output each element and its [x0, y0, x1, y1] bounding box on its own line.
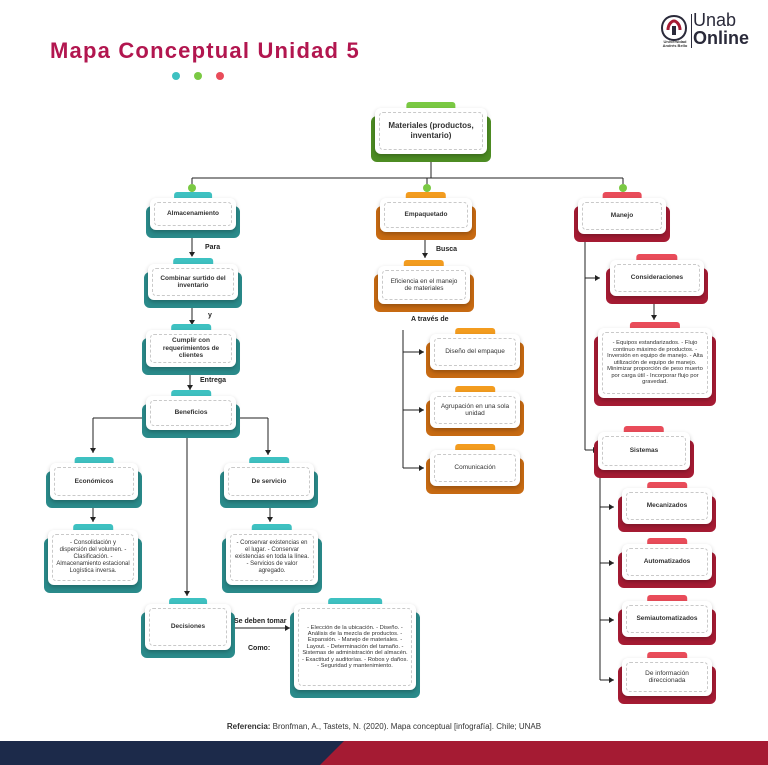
label-como: Como:	[248, 645, 271, 652]
logo-word-unab: Unab	[693, 10, 737, 30]
node-cumplir[interactable]: Cumplir con requerimientos de clientes	[142, 324, 240, 375]
node-sistemas[interactable]: Sistemas	[594, 426, 694, 478]
node-diseno-text: Diseño del empaque	[445, 348, 505, 356]
servicio-list-text: - Conservar existencias en el lugar. - C…	[234, 540, 310, 574]
node-combinar[interactable]: Combinar surtido del inventario	[144, 258, 242, 308]
logo-word-online: Online	[693, 28, 750, 48]
reference-text: Referencia: Bronfman, A., Tastets, N. (2…	[0, 722, 768, 731]
node-eficiencia[interactable]: Eficiencia en el manejo de materiales	[374, 260, 474, 312]
node-decisiones-text: Decisiones	[170, 623, 206, 631]
node-agrupacion-text: Agrupación en una sola unidad	[440, 402, 510, 418]
label-a-traves-de: A través de	[411, 316, 449, 323]
node-consideraciones[interactable]: Consideraciones	[606, 254, 708, 304]
consideraciones-list-text: - Equipos estandarizados. - Flujo contin…	[607, 339, 703, 386]
unab-online-logo: Universidad Andrés Bello Unab Online	[660, 10, 760, 52]
node-eficiencia-text: Eficiencia en el manejo de materiales	[390, 277, 458, 293]
node-decisiones-list[interactable]: - Elección de la ubicación. - Diseño. - …	[290, 598, 420, 698]
node-manejo[interactable]: Manejo	[574, 192, 670, 242]
node-root-text: Materiales (productos, inventario)	[388, 121, 474, 140]
node-almacenamiento[interactable]: Almacenamiento	[146, 192, 240, 238]
label-para: Para	[205, 244, 221, 251]
node-automatizados[interactable]: Automatizados	[618, 538, 716, 588]
node-servicio-list[interactable]: - Conservar existencias en el lugar. - C…	[222, 524, 322, 593]
node-beneficios[interactable]: Beneficios	[142, 390, 240, 438]
node-consideraciones-text: Consideraciones	[630, 274, 684, 282]
reference-body: Bronfman, A., Tastets, N. (2020). Mapa c…	[270, 722, 542, 731]
green-dot	[194, 72, 202, 80]
reference-label: Referencia:	[226, 722, 271, 731]
node-empaquetado-text: Empaquetado	[404, 211, 448, 219]
node-comunicacion[interactable]: Comunicación	[426, 444, 524, 494]
node-decisiones[interactable]: Decisiones	[141, 598, 235, 658]
node-sistemas-text: Sistemas	[629, 447, 659, 455]
red-dot	[216, 72, 224, 80]
node-semiautomatizados-text: Semiautomatizados	[636, 615, 698, 623]
label-y: y	[208, 312, 212, 319]
node-economicos-list[interactable]: - Consolidación y dispersión del volumen…	[44, 524, 142, 593]
node-combinar-text: Combinar surtido del inventario	[160, 274, 226, 290]
node-mecanizados-text: Mecanizados	[646, 502, 688, 510]
node-comunicacion-text: Comunicación	[454, 464, 496, 472]
connector-dot	[619, 184, 627, 192]
teal-dot	[172, 72, 180, 80]
node-empaquetado[interactable]: Empaquetado	[376, 192, 476, 240]
label-entrega: Entrega	[200, 377, 227, 384]
label-se-deben-tomar: Se deben tomar	[234, 618, 287, 625]
node-informacion[interactable]: De información direccionada	[618, 652, 716, 704]
footer-band-red	[320, 741, 768, 765]
node-economicos-text: Económicos	[74, 477, 114, 485]
logo-separator	[691, 14, 692, 48]
node-cumplir-text: Cumplir con requerimientos de clientes	[162, 337, 220, 360]
node-economicos[interactable]: Económicos	[46, 457, 142, 508]
node-beneficios-text: Beneficios	[174, 409, 208, 417]
node-mecanizados[interactable]: Mecanizados	[618, 482, 716, 532]
node-semiautomatizados[interactable]: Semiautomatizados	[618, 595, 716, 645]
node-servicio-text: De servicio	[251, 477, 287, 485]
label-busca: Busca	[436, 246, 458, 253]
unab-emblem-icon	[660, 14, 688, 42]
logo-subtitle: Universidad Andrés Bello	[662, 39, 688, 48]
node-agrupacion[interactable]: Agrupación en una sola unidad	[426, 386, 524, 436]
node-manejo-text: Manejo	[610, 212, 634, 220]
economicos-list-text: - Consolidación y dispersión del volumen…	[56, 540, 130, 574]
connector-dot	[423, 184, 431, 192]
node-automatizados-text: Automatizados	[643, 558, 691, 566]
node-diseno[interactable]: Diseño del empaque	[426, 328, 524, 378]
node-servicio[interactable]: De servicio	[220, 457, 318, 508]
node-informacion-text: De información direccionada	[645, 669, 689, 685]
node-consideraciones-list[interactable]: - Equipos estandarizados. - Flujo contin…	[594, 322, 716, 406]
node-almacenamiento-text: Almacenamiento	[166, 210, 220, 218]
node-root[interactable]: Materiales (productos, inventario)	[371, 102, 491, 162]
connector-dot	[188, 184, 196, 192]
page-title: Mapa Conceptual Unidad 5	[50, 38, 360, 63]
decisiones-list-text: - Elección de la ubicación. - Diseño. - …	[302, 624, 409, 670]
